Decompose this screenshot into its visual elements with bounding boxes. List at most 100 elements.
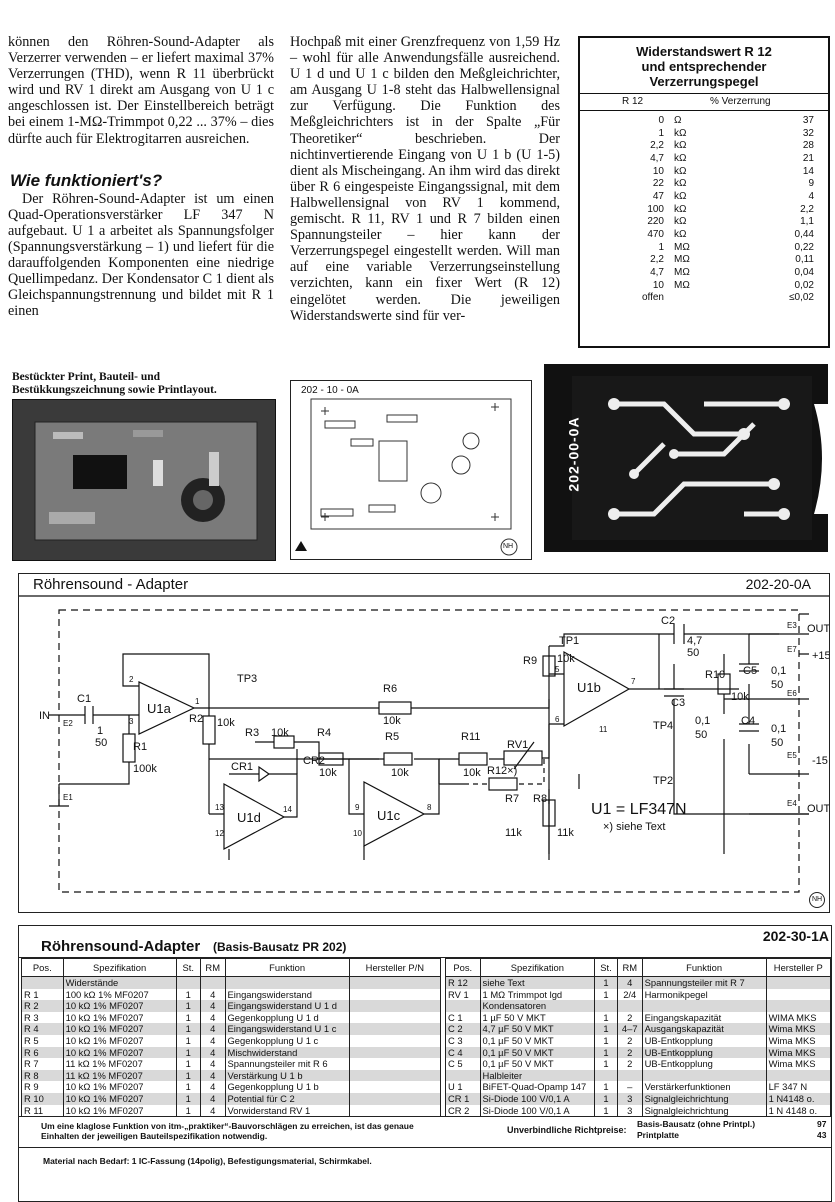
r12-cell-pct: 0,02: [794, 279, 814, 291]
label-c1-value: 1: [97, 725, 103, 737]
parts-cell-st: 1: [594, 976, 618, 989]
parts-cell-fn: Eingangswiderstand U 1 d: [224, 1000, 350, 1012]
label-c1: C1: [77, 693, 91, 705]
label-u1-part: U1 = LF347N: [591, 801, 687, 818]
r12-cell-unit: kΩ: [674, 216, 687, 228]
r12-cell-unit: kΩ: [674, 190, 687, 202]
parts-cell-st: 1: [175, 1023, 201, 1035]
price-item-2: Printplatte: [637, 1130, 680, 1141]
label-r10-value: 10k: [731, 691, 749, 703]
label-r6: R6: [383, 683, 397, 695]
parts-list: Röhrensound-Adapter (Basis-Bausatz PR 20…: [18, 925, 832, 1202]
parts-list-code: 202-30-1A: [762, 928, 829, 944]
parts-cell-hp: [765, 988, 831, 1001]
parts-cell-spec: 10 kΩ 1% MF0207: [62, 1046, 177, 1059]
label-u1d: U1d: [237, 810, 261, 825]
r12-cell-pct: 21: [802, 152, 814, 164]
pin-1: 1: [195, 697, 200, 706]
label-r8-value: 11k: [557, 827, 574, 839]
parts-cell-st: 1: [594, 1023, 618, 1035]
parts-cell-rm: 4: [199, 1046, 226, 1059]
parts-cell-st: 1: [594, 1046, 618, 1059]
parts-cell-st: 1: [594, 1092, 618, 1105]
label-e4: E4: [787, 799, 797, 808]
parts-cell-rm: 2: [616, 1058, 643, 1070]
parts-cell-fn: UB-Entkopplung: [641, 1034, 767, 1047]
column-2-paragraph: Hochpaß mit einer Grenzfrequenz von 1,59…: [290, 34, 560, 324]
schematic-title: Röhrensound - Adapter: [33, 576, 189, 593]
parts-cell-spec: 10 kΩ 1% MF0207: [62, 1000, 177, 1012]
parts-cell-fn: Verstärkerfunktionen: [641, 1081, 767, 1093]
parts-cell-hp: WIMA MKS: [765, 1011, 831, 1024]
parts-cell-empty: [348, 1011, 442, 1024]
parts-cell-hp: Wima MKS: [765, 1058, 831, 1070]
parts-cell-spec: Si-Diode 100 V/0,1 A: [479, 1092, 596, 1105]
layout-label: 202 - 10 - 0A: [301, 385, 359, 396]
table-title-line-2: und entsprechender: [641, 59, 767, 74]
parts-cell-fn: Signalgleichrichtung: [641, 1104, 767, 1117]
parts-cell-pos: R 5: [21, 1034, 64, 1047]
parts-cell-spec: Si-Diode 100 V/0,1 A: [479, 1104, 596, 1117]
parts-cell-rm: 3: [616, 1104, 643, 1117]
parts-footnote: Um eine klaglose Funktion von itm-„prakt…: [41, 1121, 414, 1142]
r12-cell-val: 0: [658, 114, 664, 126]
parts-header-cell: RM: [199, 958, 226, 977]
parts-cell-pos: R 11: [21, 1104, 64, 1117]
label-r4-value: 10k: [319, 767, 337, 779]
pin-7: 7: [631, 677, 636, 686]
pin-9: 9: [355, 803, 360, 812]
parts-cell-st: [594, 1069, 618, 1082]
parts-cell-empty: [348, 976, 442, 989]
parts-cell-st: 1: [594, 1034, 618, 1047]
r12-cell-val: 470: [647, 229, 664, 241]
label-c3-value-2: 50: [695, 729, 707, 741]
r12-cell-unit: MΩ: [674, 267, 690, 279]
parts-cell-rm: 4: [199, 1104, 226, 1117]
text-column-2: Hochpaß mit einer Grenzfrequenz von 1,59…: [290, 34, 560, 324]
parts-cell-pos: R 4: [21, 1023, 64, 1035]
parts-cell-st: 1: [175, 1069, 201, 1082]
parts-cell-fn: [641, 1000, 767, 1012]
parts-cell-fn: Ausgangskapazität: [641, 1023, 767, 1035]
r12-cell-val: 2,2: [650, 140, 664, 152]
parts-cell-pos: R 10: [21, 1092, 64, 1105]
label-tp2: TP2: [653, 775, 673, 787]
parts-cell-fn: Potential für C 2: [224, 1092, 350, 1105]
parts-cell-spec: 0,1 µF 50 V MKT: [479, 1046, 596, 1059]
parts-cell-pos: [445, 1000, 481, 1012]
parts-cell-hp: 1 N4148 o.: [765, 1092, 831, 1105]
r12-cell-val: 2,2: [650, 254, 664, 266]
photo-illustration: [34, 421, 258, 541]
parts-cell-hp: [765, 976, 831, 989]
r12-cell-val: 10: [652, 165, 664, 177]
parts-header-cell: Pos.: [21, 958, 64, 977]
parts-cell-pos: R 8: [21, 1069, 64, 1082]
parts-cell-st: 1: [175, 1058, 201, 1070]
parts-cell-pos: R 7: [21, 1058, 64, 1070]
parts-cell-pos: R 12: [445, 976, 481, 989]
parts-cell-st: 1: [175, 1034, 201, 1047]
parts-cell-hp: [765, 1000, 831, 1012]
r12-cell-unit: MΩ: [674, 279, 690, 291]
pin-8: 8: [427, 803, 432, 812]
parts-header-cell: St.: [594, 958, 618, 977]
parts-cell-hp: Wima MKS: [765, 1046, 831, 1059]
label-c4-value: 0,1: [771, 723, 786, 735]
label-e2: E2: [63, 719, 73, 728]
parts-cell-st: 1: [175, 1081, 201, 1093]
label-r8: R8: [533, 793, 547, 805]
parts-header-cell: Spezifikation: [62, 958, 177, 977]
